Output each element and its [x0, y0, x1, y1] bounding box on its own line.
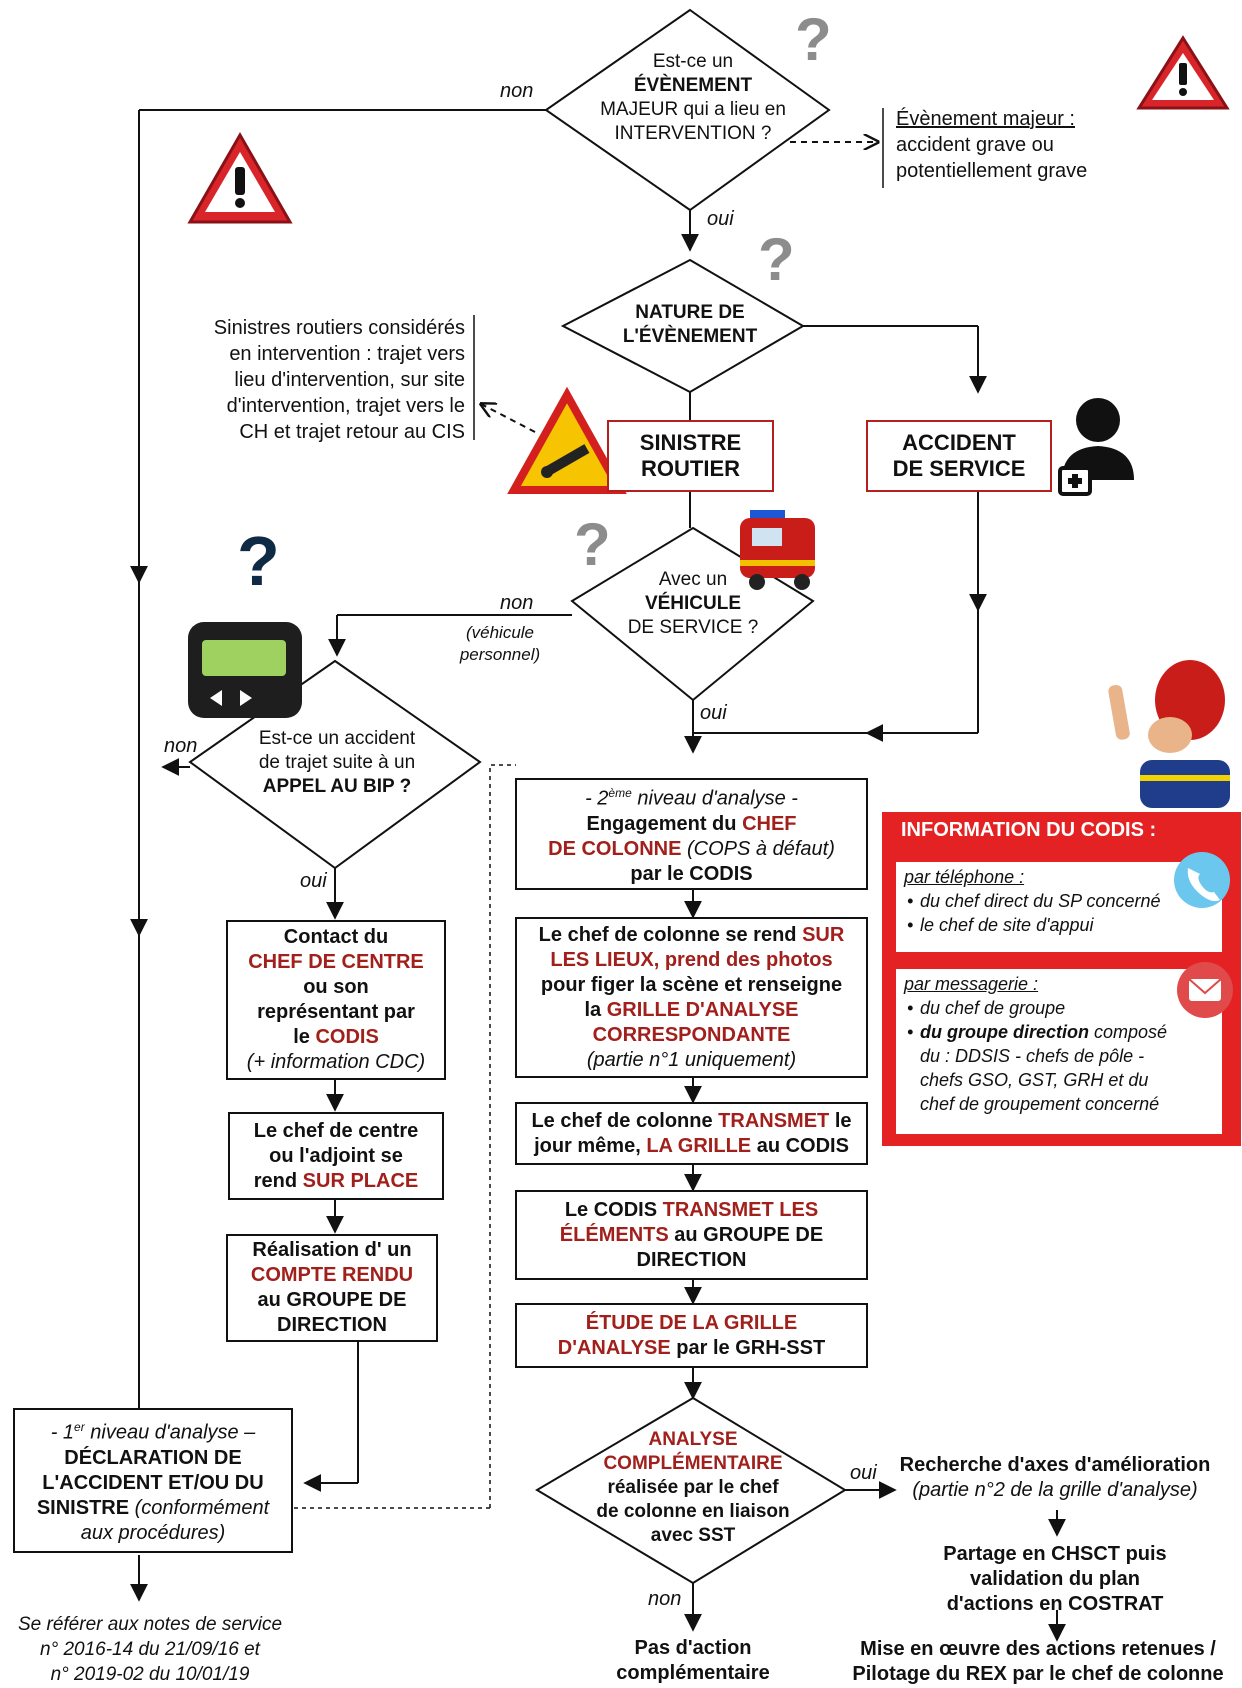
box-codis-transmet: Le CODIS TRANSMET LES ÉLÉMENTS au GROUPE…: [515, 1190, 868, 1280]
codis-info-panel: INFORMATION DU CODIS : par téléphone : d…: [882, 812, 1241, 1146]
decision-evenement-majeur: Est-ce un ÉVÈNEMENT MAJEUR qui a lieu en…: [600, 51, 786, 144]
label-oui: oui: [850, 1462, 877, 1484]
label-oui: oui: [300, 870, 327, 892]
firefighter-mascot-icon: [1108, 660, 1230, 808]
outcome-partage: Partage en CHSCT puis validation du plan…: [943, 1543, 1167, 1615]
warning-triangle-icon: [187, 131, 293, 224]
question-mark-icon: ?: [795, 6, 832, 73]
decision-analyse-complementaire: ANALYSE COMPLÉMENTAIRE réalisée par le c…: [596, 1429, 790, 1546]
outcome-pas-action: Pas d'action complémentaire: [616, 1637, 770, 1684]
codis-phone-section: par téléphone : du chef direct du SP con…: [896, 862, 1222, 952]
question-mark-icon: ?: [574, 511, 611, 578]
pager-icon: [188, 622, 302, 718]
label-non: non: [164, 735, 198, 757]
outcome-recherche-axes: Recherche d'axes d'amélioration (partie …: [899, 1454, 1211, 1501]
note-sinistres-routiers: Sinistres routiers considérés en interve…: [213, 317, 465, 443]
box-accident-service: ACCIDENT DE SERVICE: [866, 420, 1052, 492]
box-niveau2: - 2ème niveau d'analyse - Engagement du …: [515, 778, 868, 890]
label-non: non: [648, 1588, 682, 1610]
box-contact-chef-centre: Contact du CHEF DE CENTRE ou son représe…: [226, 920, 446, 1080]
decision-nature: NATURE DE L'ÉVÈNEMENT: [622, 302, 758, 347]
box-chef-colonne-lieux: Le chef de colonne se rend SUR LES LIEUX…: [515, 917, 868, 1078]
box-niveau1: - 1er niveau d'analyse – DÉCLARATION DE …: [13, 1408, 293, 1553]
note-references: Se référer aux notes de service n° 2016-…: [17, 1614, 283, 1685]
question-mark-icon: ?: [758, 226, 795, 293]
decision-vehicule-service: Avec un VÉHICULE DE SERVICE ?: [627, 569, 759, 638]
box-etude-grille: ÉTUDE DE LA GRILLE D'ANALYSE par le GRH-…: [515, 1303, 868, 1368]
box-transmet-grille: Le chef de colonne TRANSMET le jour même…: [515, 1102, 868, 1165]
decision-appel-bip: Est-ce un accident de trajet suite à un …: [258, 728, 416, 797]
label-oui: oui: [707, 208, 734, 230]
fire-truck-icon: [740, 510, 815, 590]
box-compte-rendu: Réalisation d' un COMPTE RENDU au GROUPE…: [226, 1234, 438, 1342]
box-sinistre-routier: SINISTRE ROUTIER: [607, 420, 774, 492]
label-vehicule-personnel: (véhicule personnel): [459, 623, 541, 664]
codis-panel-title: INFORMATION DU CODIS :: [901, 819, 1157, 841]
question-mark-icon: ?: [237, 522, 280, 600]
road-sign-icon: [507, 386, 627, 494]
note-evenement-majeur: Évènement majeur : accident grave ou pot…: [896, 108, 1088, 182]
box-chef-centre-place: Le chef de centre ou l'adjoint se rend S…: [228, 1112, 444, 1200]
label-non: non: [500, 592, 534, 614]
warning-triangle-icon: [1136, 35, 1230, 110]
label-non: non: [500, 80, 534, 102]
codis-mail-section: par messagerie : du chef de groupe du gr…: [896, 969, 1222, 1134]
medic-icon: [1058, 398, 1134, 496]
outcome-mise-en-oeuvre: Mise en œuvre des actions retenues / Pil…: [852, 1638, 1224, 1685]
label-oui: oui: [700, 702, 727, 724]
